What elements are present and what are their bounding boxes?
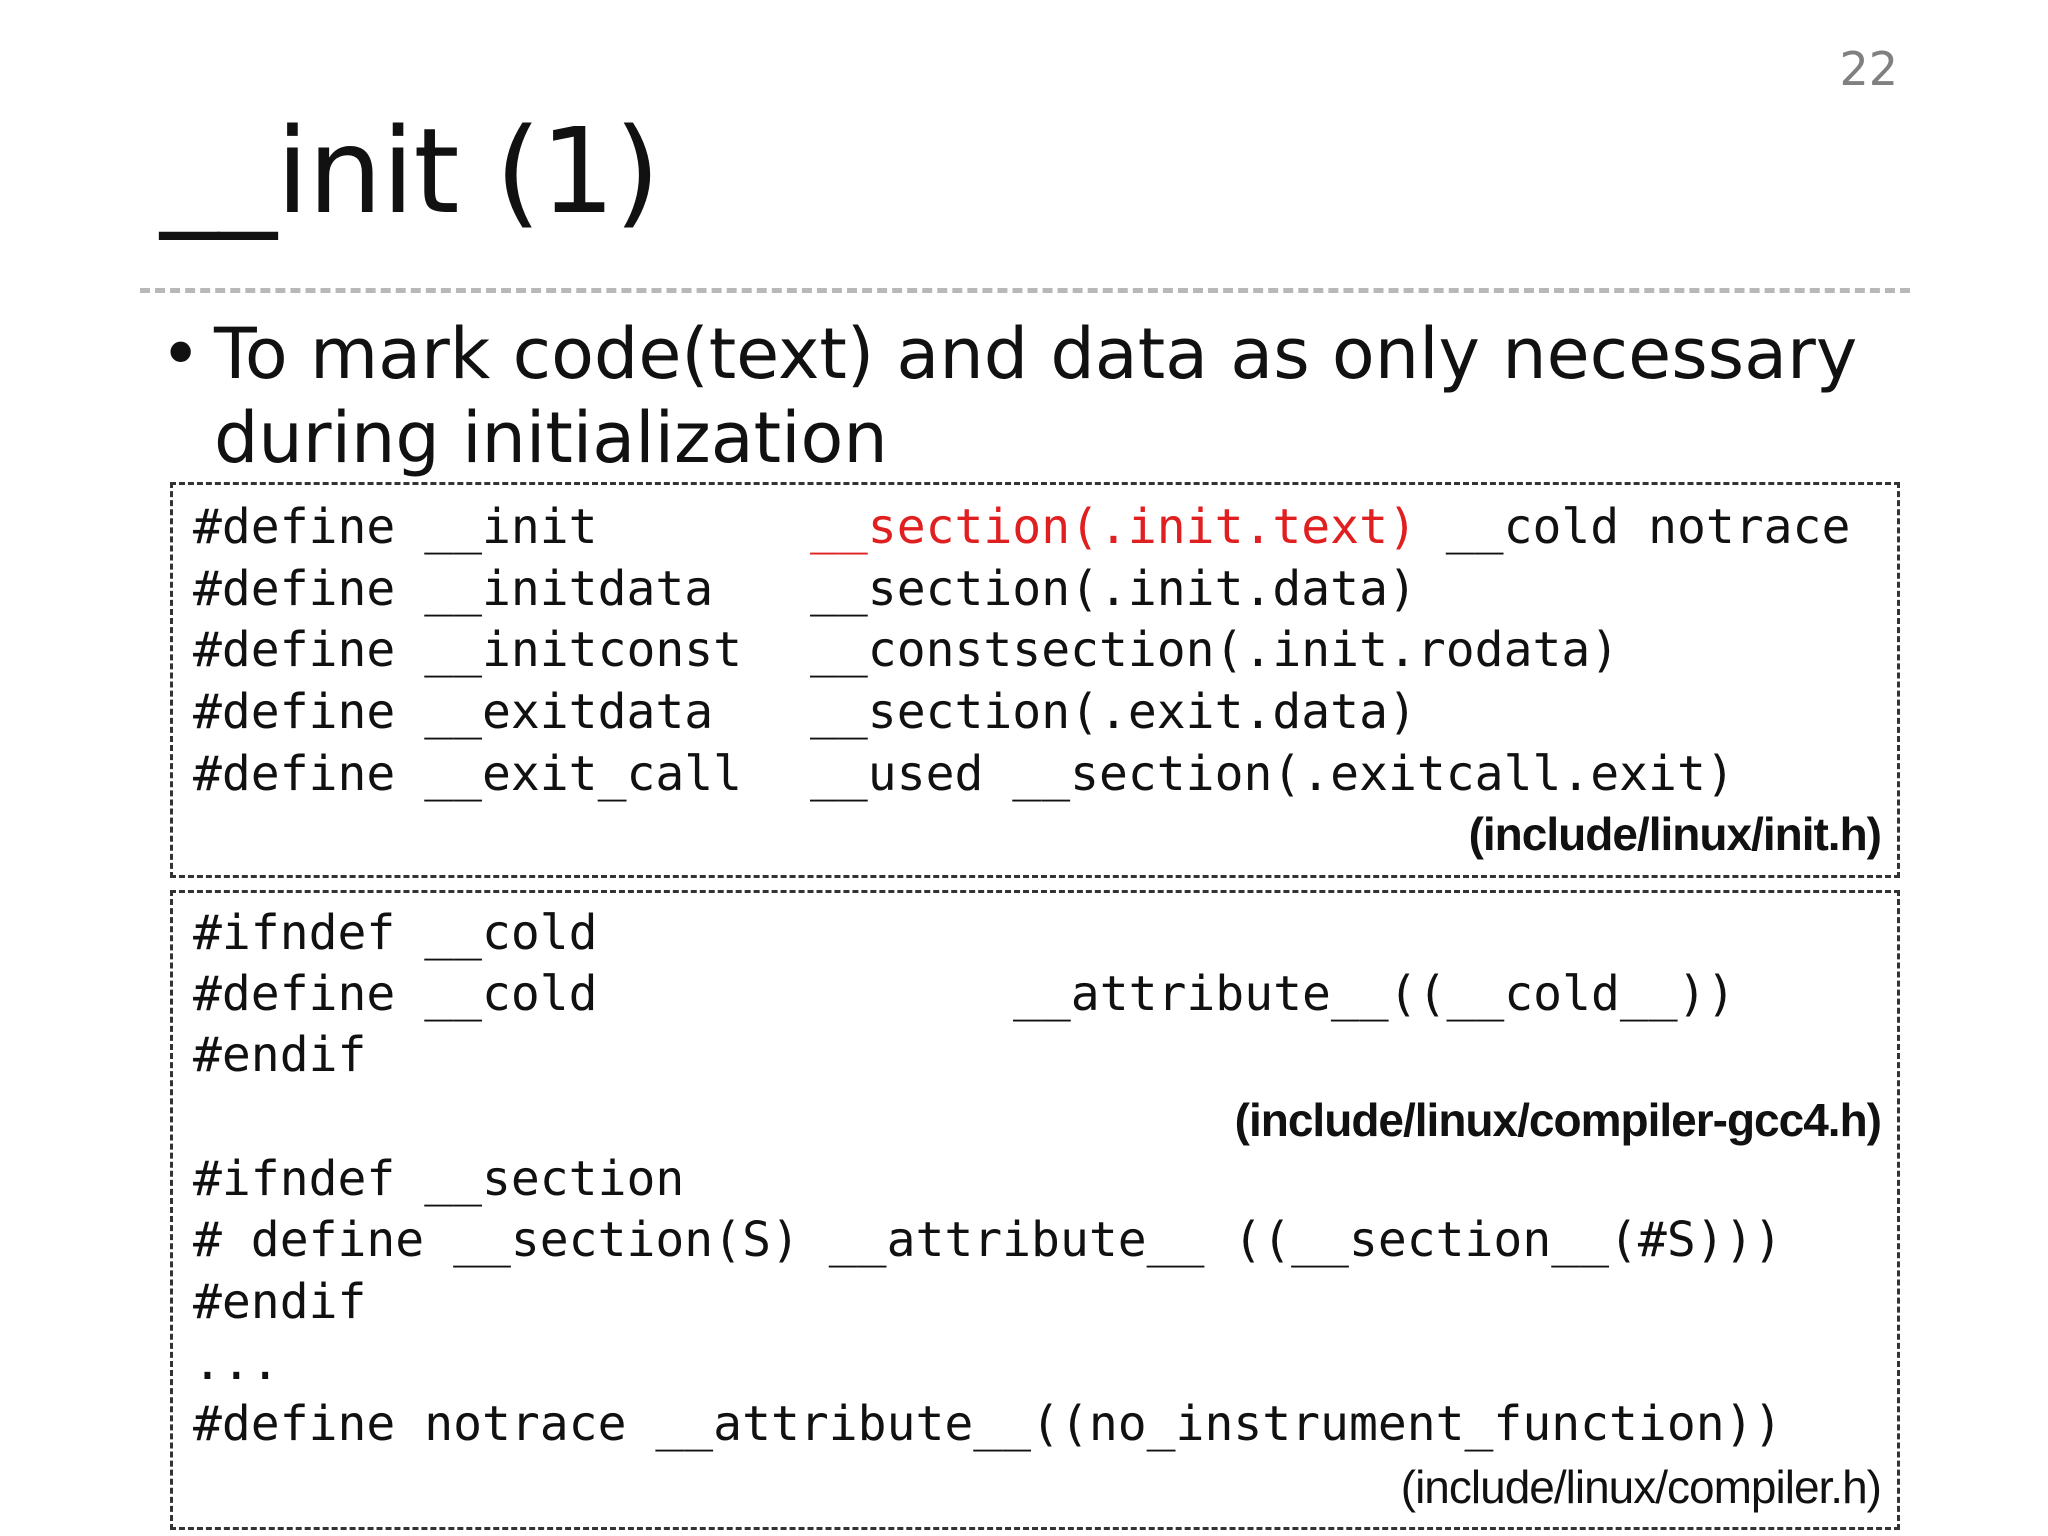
code-line-4-value: __section(.exit.data) [810, 684, 1417, 740]
code-line-5-value: __used __section(.exitcall.exit) [810, 746, 1735, 802]
code-line-5-name: #define __exit_call [193, 746, 743, 802]
code-line-endif-2: #endif [193, 1274, 367, 1330]
code-line-ifndef-section: #ifndef __section [193, 1151, 685, 1207]
code-line-1-value: __section(.init.text) __cold notrace [810, 503, 1850, 551]
source-label-compiler-gcc4-h: (include/linux/compiler-gcc4.h) [1234, 1094, 1882, 1146]
title-divider [140, 288, 1910, 293]
code-line-2-value: __section(.init.data) [810, 561, 1417, 617]
code-line-define-cold-name: #define __cold [193, 966, 598, 1022]
bullet-point: • To mark code(text) and data as only ne… [160, 312, 1860, 480]
bullet-marker: • [160, 313, 202, 395]
source-label-compiler-h: (include/linux/compiler.h) [1400, 1461, 1882, 1513]
compiler-h-code-box: #ifndef __cold #define __cold __attribut… [170, 890, 1900, 1530]
code-line-ifndef-cold: #ifndef __cold [193, 905, 598, 961]
code-line-ellipsis: ... [193, 1335, 280, 1391]
code-line-4-name: #define __exitdata [193, 684, 714, 740]
code-line-1-value-rest: __cold notrace [1416, 499, 1851, 555]
code-line-3-name: #define __initconst [193, 622, 743, 678]
source-label-init-h: (include/linux/init.h) [1468, 808, 1882, 860]
slide-title: __init (1) [160, 102, 660, 240]
code-line-3-value: __constsection(.init.rodata) [810, 622, 1620, 678]
bullet-text: To mark code(text) and data as only nece… [214, 313, 1858, 479]
slide-number: 22 [1839, 42, 1898, 96]
code-line-2-name: #define __initdata [193, 561, 714, 617]
code-line-define-notrace: #define notrace __attribute__((no_instru… [193, 1396, 1783, 1452]
code-highlight: __section(.init.text) [810, 499, 1417, 555]
code-line-1-name: #define __init [193, 499, 598, 555]
code-line-define-section: # define __section(S) __attribute__ ((__… [193, 1212, 1783, 1268]
init-h-code-box: #define __init __section(.init.text) __c… [170, 482, 1900, 878]
code-line-endif-1: #endif [193, 1027, 367, 1083]
code-line-define-cold-value: __attribute__((__cold__)) [1013, 966, 1736, 1022]
